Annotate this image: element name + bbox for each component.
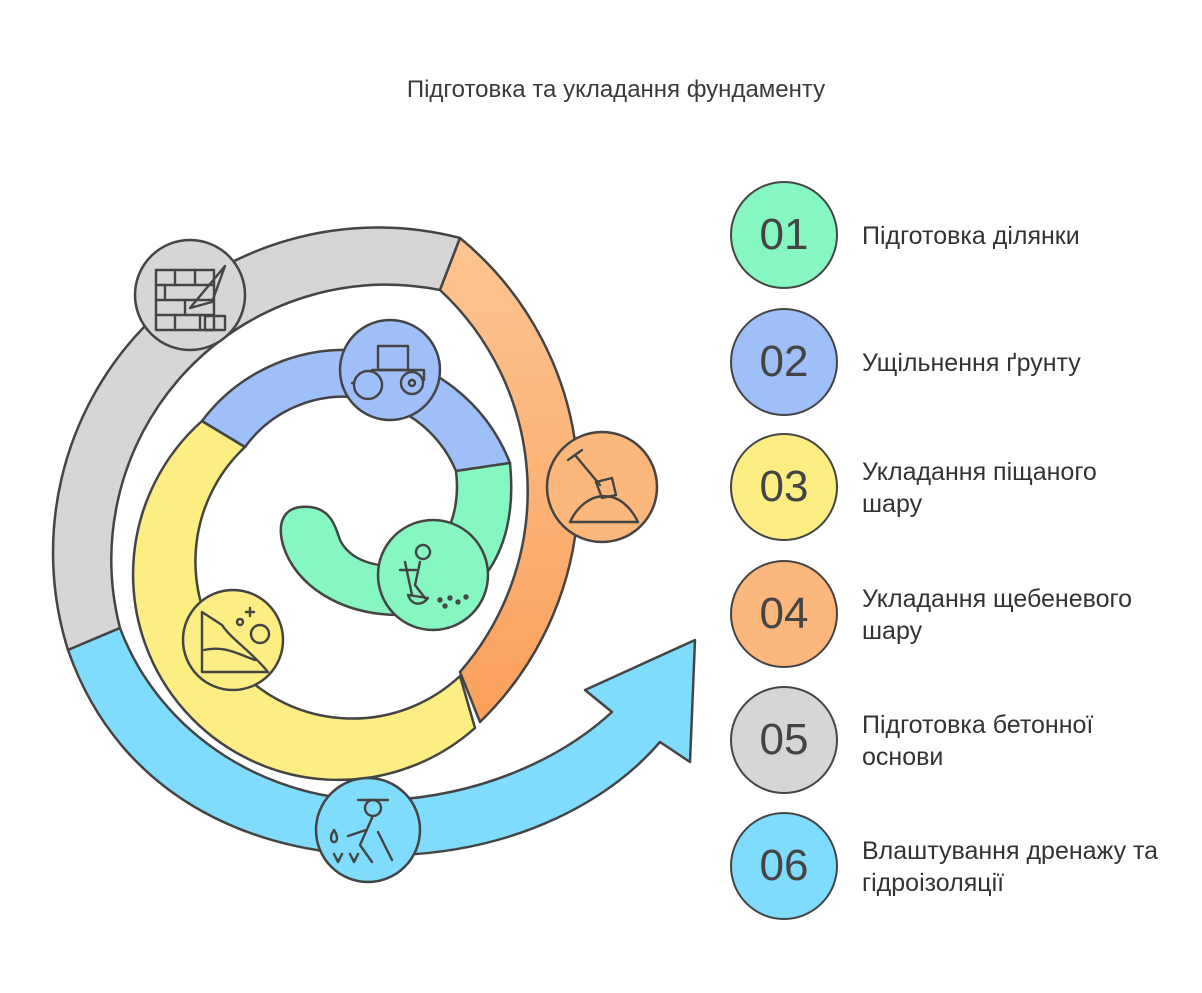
- step-number-1: 01: [730, 181, 838, 289]
- step-label-4: Укладання щебеневого шару: [862, 585, 1132, 645]
- step-item-2: 02 Ущільнення ґрунту: [730, 308, 1190, 418]
- step-label-1: Підготовка ділянки: [862, 222, 1080, 250]
- bubble-step-6: [314, 776, 422, 884]
- step-item-5: 05 Підготовка бетонної основи: [730, 686, 1190, 796]
- shovel-worker-icon: [398, 543, 469, 609]
- brick-trowel-icon: [154, 264, 227, 332]
- step-label-2: Ущільнення ґрунту: [862, 349, 1081, 377]
- step-number-6: 06: [730, 812, 838, 920]
- diagram-title: Підготовка та укладання фундаменту: [406, 76, 826, 103]
- bubble-step-4: [545, 430, 659, 544]
- step-item-6: 06 Влаштування дренажу та гідроізоляції: [730, 812, 1190, 922]
- step-item-1: 01 Підготовка ділянки: [730, 181, 1190, 291]
- spiral-diagram: [51, 226, 697, 884]
- step-number-3: 03: [730, 433, 838, 541]
- gravel-shovel-icon: [566, 448, 640, 524]
- segment-step-3: [131, 419, 477, 782]
- step-number-5: 05: [730, 686, 838, 794]
- segment-step-6: [66, 626, 697, 857]
- step-label-5: Підготовка бетонної основи: [862, 711, 1094, 771]
- sand-layer-icon: [200, 606, 271, 674]
- drainage-worker-icon: [329, 798, 394, 864]
- bubble-step-1: [376, 518, 490, 632]
- segment-step-4: [438, 236, 580, 724]
- bubble-step-5: [133, 238, 247, 352]
- step-item-4: 04 Укладання щебеневого шару: [730, 560, 1190, 670]
- step-label-3: Укладання піщаного шару: [862, 458, 1097, 518]
- step-number-4: 04: [730, 560, 838, 668]
- step-label-6: Влаштування дренажу та гідроізоляції: [862, 837, 1159, 897]
- road-roller-icon: [350, 344, 426, 401]
- step-number-2: 02: [730, 308, 838, 416]
- step-item-3: 03 Укладання піщаного шару: [730, 433, 1190, 543]
